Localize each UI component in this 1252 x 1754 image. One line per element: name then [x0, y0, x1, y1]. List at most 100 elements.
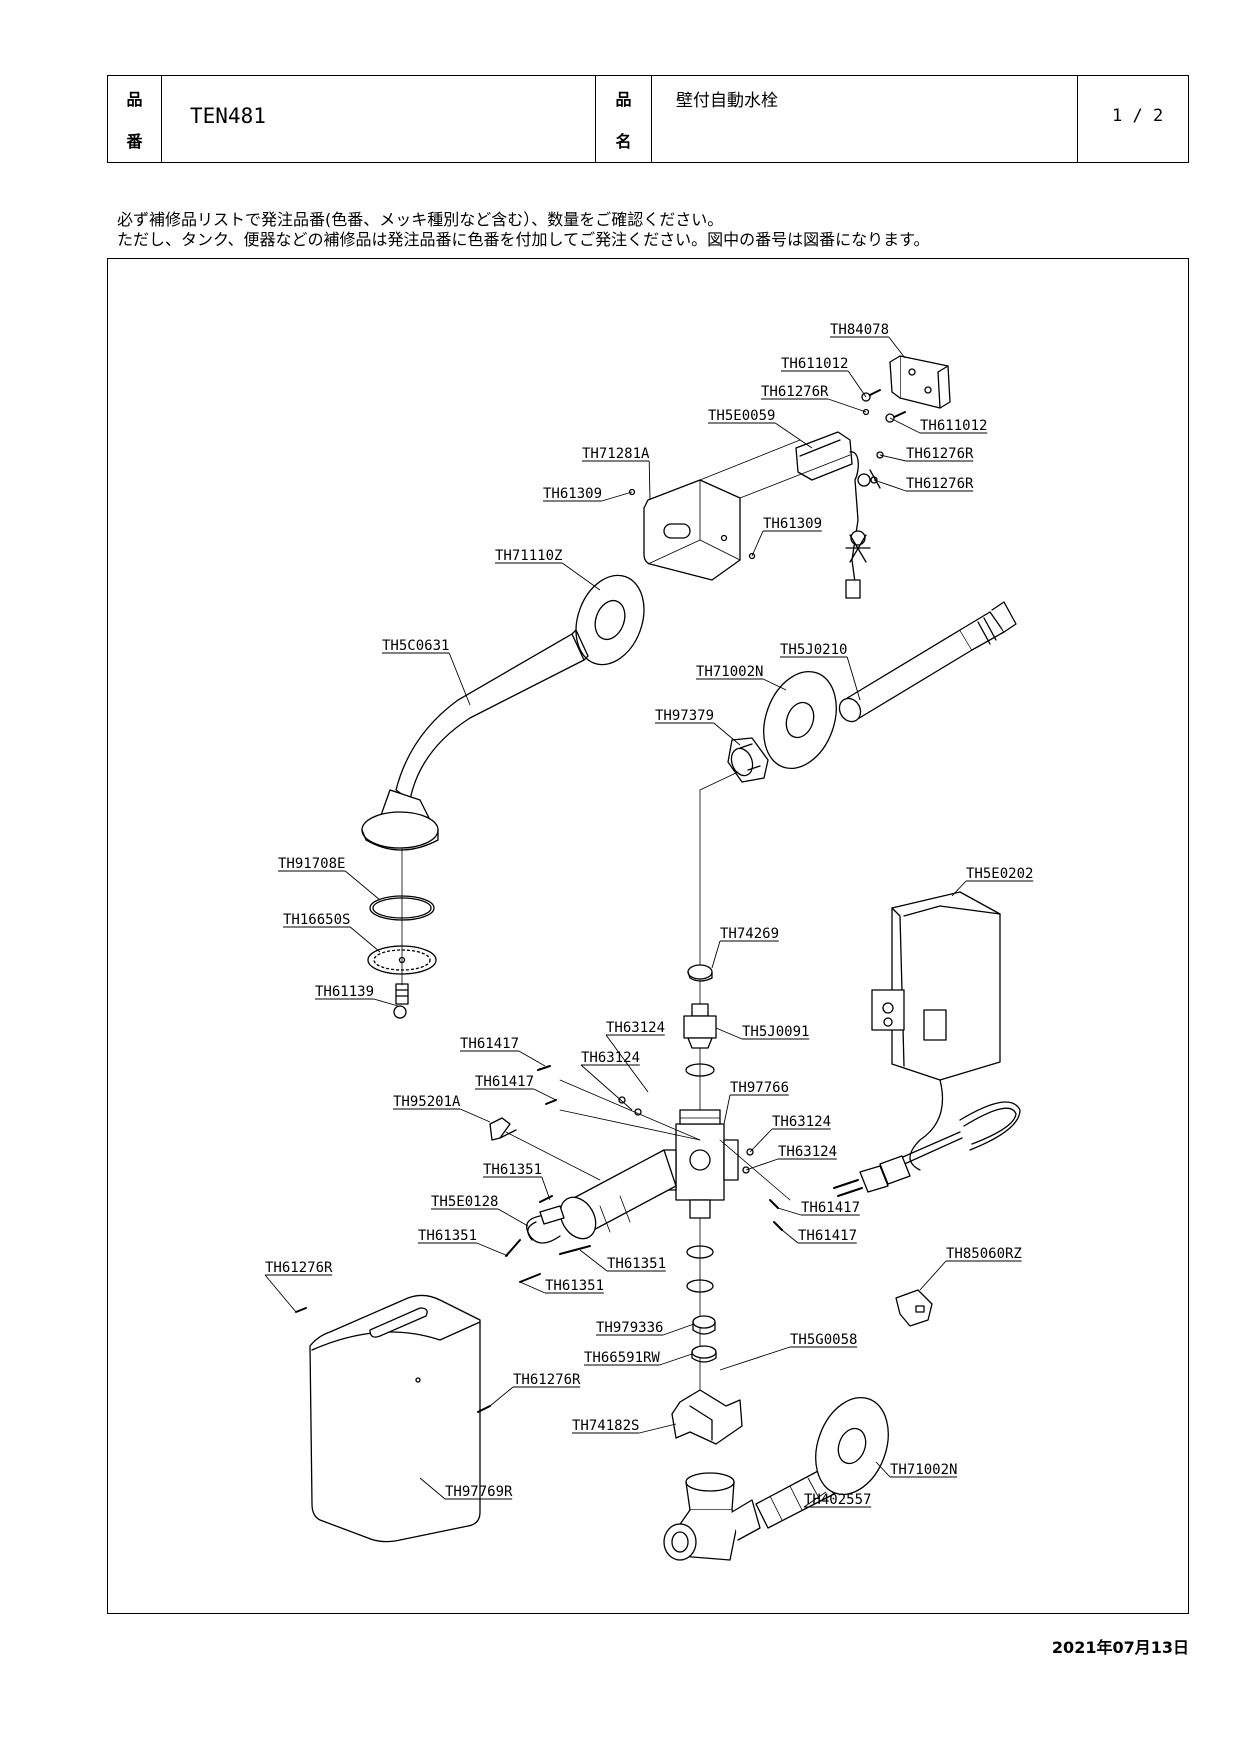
wall-bracket-drawing [889, 355, 951, 409]
flange-mid-drawing [763, 670, 837, 770]
name-value-cell: 壁付自動水栓 [652, 76, 1078, 162]
part-label-th85060rz: TH85060RZ [946, 1246, 1022, 1262]
part-label-th97766: TH97766 [730, 1080, 789, 1096]
code-label-cell: 品 番 [108, 76, 162, 162]
note-line-2: ただし、タンク、便器などの補修品は発注品番に色番を付加してご発注ください。図中の… [117, 230, 930, 249]
part-label-th61351: TH61351 [607, 1256, 666, 1272]
part-leader-line [663, 1323, 695, 1336]
code-label-2: 番 [126, 132, 143, 151]
part-label-th71002n: TH71002N [890, 1462, 957, 1478]
part-label-th61309: TH61309 [543, 486, 602, 502]
part-leader-line [373, 998, 399, 1007]
part-label-th95201a: TH95201A [393, 1094, 461, 1110]
name-label-1: 品 [615, 90, 632, 109]
part-label-th5j0091: TH5J0091 [742, 1024, 809, 1040]
part-label-th16650s: TH16650S [283, 912, 350, 928]
part-label-th74269: TH74269 [720, 926, 779, 942]
part-leader-line [344, 870, 381, 901]
part-label-th71110z: TH71110Z [495, 548, 562, 564]
part-label-th66591rw: TH66591RW [584, 1350, 660, 1366]
part-label-th91708e: TH91708E [278, 856, 345, 872]
part-leader-line [781, 1229, 799, 1244]
part-leader-line [751, 530, 764, 557]
part-leader-line [639, 1423, 677, 1434]
strainer-lower-drawing [691, 1345, 717, 1363]
part-leader-line [749, 1128, 773, 1153]
part-leader-line [349, 926, 381, 953]
key-drawing [895, 1289, 933, 1327]
part-leader-line [828, 398, 867, 413]
part-label-th63124: TH63124 [778, 1144, 837, 1160]
part-label-th5e0128: TH5E0128 [431, 1194, 498, 1210]
product-code: TEN481 [190, 104, 266, 128]
part-leader-line [777, 1207, 802, 1216]
part-label-th5e0059: TH5E0059 [708, 408, 775, 424]
part-leader-line [919, 1260, 947, 1291]
part-leader-line [264, 1274, 297, 1313]
part-leader-line [774, 422, 813, 449]
part-leader-line [605, 1034, 649, 1093]
clamp-drawing [671, 1389, 743, 1445]
part-leader-line [846, 656, 861, 701]
part-leader-line [419, 1477, 446, 1500]
part-label-th97379: TH97379 [655, 708, 714, 724]
part-label-th61139: TH61139 [315, 984, 374, 1000]
part-label-th61276r: TH61276R [513, 1372, 581, 1388]
part-label-th63124: TH63124 [606, 1020, 665, 1036]
part-leader-line [561, 562, 601, 591]
clip-drawing [687, 964, 713, 982]
o-ring-lower-1-drawing [686, 1245, 714, 1259]
part-leader-line [763, 678, 787, 691]
part-label-th61276r: TH61276R [906, 446, 974, 462]
part-label-th61276r: TH61276R [761, 384, 829, 400]
diagram-frame [107, 258, 1189, 1614]
stop-valve-drawing [663, 1472, 761, 1561]
flange-bottom-drawing [815, 1396, 889, 1496]
check-valve-drawing [692, 1315, 716, 1335]
part-label-th71281a: TH71281A [582, 446, 650, 462]
part-label-th61417: TH61417 [460, 1036, 519, 1052]
flange-top-drawing [575, 574, 645, 666]
cover-screw-left-drawing [295, 1307, 307, 1313]
part-leader-line [659, 1353, 693, 1366]
connector-drawing [526, 1205, 565, 1244]
part-leader-line [889, 417, 921, 434]
part-label-th61417: TH61417 [475, 1074, 534, 1090]
part-label-th61276r: TH61276R [906, 476, 974, 492]
part-label-th97769r: TH97769R [445, 1484, 513, 1500]
spring-clip-drawing [489, 1117, 517, 1141]
sensor-cover-drawing [628, 439, 851, 581]
part-label-th61351: TH61351 [483, 1162, 542, 1178]
part-leader-line [519, 1281, 546, 1294]
screw-bottom-drawing [393, 983, 409, 1019]
part-leader-line [580, 1064, 633, 1111]
part-label-th63124: TH63124 [772, 1114, 831, 1130]
part-leader-line [497, 1208, 529, 1227]
solenoid-drawing [559, 1149, 677, 1240]
power-cord-drawing [833, 1101, 1021, 1197]
o-ring-lower-2-drawing [686, 1279, 714, 1293]
part-leader-line [847, 370, 867, 398]
part-leader-line [888, 336, 906, 359]
control-box-drawing [871, 891, 1001, 1171]
valve-cartridge-drawing [683, 1003, 717, 1049]
product-name: 壁付自動水栓 [676, 91, 778, 111]
nipple-drawing [755, 1469, 835, 1529]
sensor-unit-drawing [795, 431, 881, 599]
part-label-th61351: TH61351 [418, 1228, 477, 1244]
part-leader-line [875, 1461, 891, 1478]
part-leader-line [873, 479, 907, 492]
part-label-th5j0210: TH5J0210 [780, 642, 847, 658]
cover-screw-right-drawing [477, 1405, 491, 1413]
part-leader-line [448, 652, 471, 706]
part-leader-line [601, 491, 633, 502]
part-leader-line [803, 1491, 827, 1508]
part-leader-line [713, 722, 741, 746]
title-block: 品 番 TEN481 品 名 壁付自動水栓 1 / 2 [107, 75, 1189, 163]
issue-date: 2021年07月13日 [1051, 1638, 1189, 1657]
part-label-th979336: TH979336 [596, 1320, 663, 1336]
part-leader-line [951, 880, 967, 897]
name-label-cell: 品 名 [596, 76, 652, 162]
part-leader-line [533, 1088, 557, 1101]
